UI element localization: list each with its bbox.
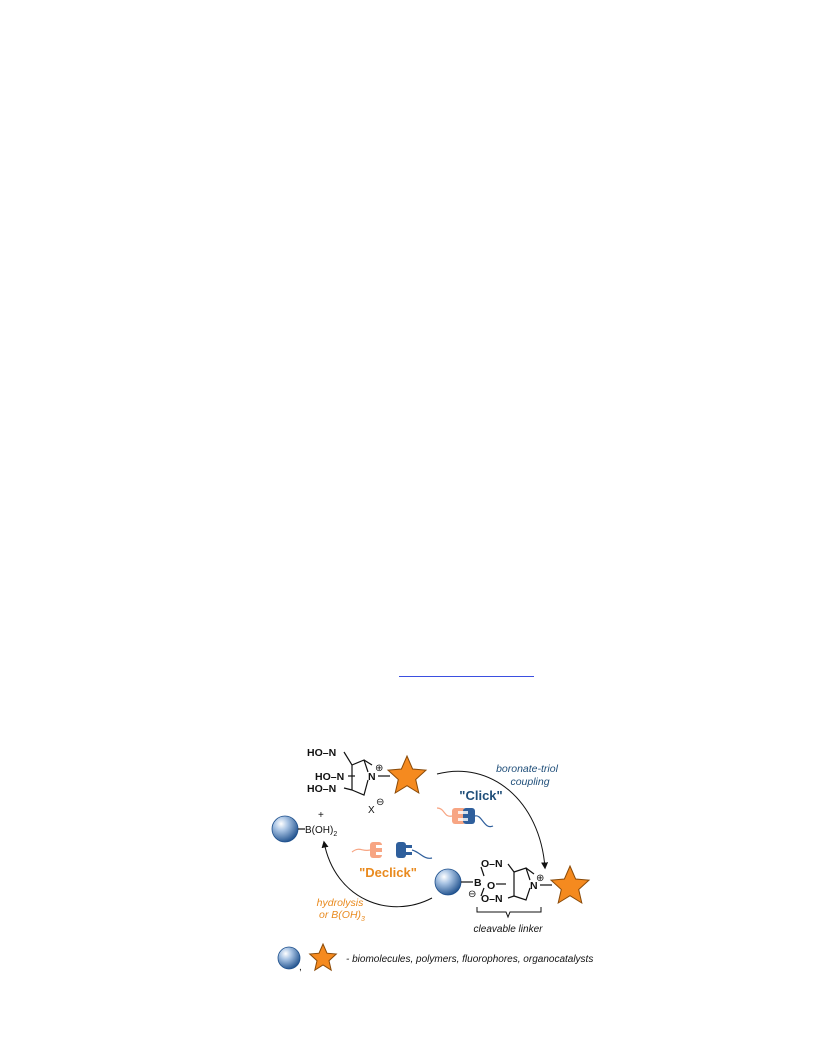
- click-title: "Click": [459, 788, 502, 803]
- boronic-acid-subscript: 2: [333, 831, 337, 838]
- sphere-icon: [271, 815, 299, 843]
- reverse-label-line1: hydrolysis: [317, 897, 364, 909]
- product-structure: B ⊖ O–N O O–N N ⊕ cleavable linker: [434, 858, 591, 935]
- declick-title: "Declick": [359, 865, 417, 880]
- sphere-icon: [277, 946, 301, 970]
- legend-text: - biomolecules, polymers, fluorophores, …: [346, 954, 593, 965]
- oxygen-top: O–N: [481, 858, 503, 870]
- oxygen-middle: O: [487, 880, 495, 892]
- legend: , - biomolecules, polymers, fluorophores…: [277, 942, 593, 973]
- counterion: X: [368, 805, 375, 816]
- connected-plug-icon: [436, 807, 494, 828]
- forward-label-line1: boronate-triol: [496, 763, 559, 775]
- reverse-label-sub: 3: [361, 916, 365, 923]
- sphere-icon: [434, 868, 462, 896]
- quaternary-nitrogen: N: [368, 771, 376, 783]
- plus-sign: +: [318, 810, 324, 821]
- hyperlink-underline[interactable]: [399, 676, 534, 677]
- forward-label-line2: coupling: [510, 776, 549, 788]
- legend-separator: ,: [299, 962, 302, 973]
- star-icon: [308, 942, 338, 972]
- cage-bonds: [343, 751, 373, 796]
- positive-charge: ⊕: [375, 763, 383, 774]
- cleavable-linker-label: cleavable linker: [474, 924, 544, 935]
- counterion-charge: ⊖: [376, 797, 384, 808]
- disconnected-plug-icon: [351, 842, 433, 859]
- oxygen-bottom: O–N: [481, 893, 503, 905]
- product-cage-bonds: [480, 863, 535, 901]
- boronic-acid: B(OH)2: [271, 815, 337, 843]
- svg-text:B(OH)2: B(OH)2: [305, 825, 337, 838]
- reverse-label-line2: or B(OH): [319, 909, 361, 921]
- svg-text:or B(OH)3: or B(OH)3: [319, 909, 365, 923]
- boronic-acid-label: B(OH): [305, 825, 333, 836]
- star-icon: [386, 754, 428, 795]
- product-positive-charge: ⊕: [536, 873, 544, 884]
- boron-atom: B: [474, 877, 482, 889]
- reverse-arrow: [321, 840, 433, 908]
- linker-bracket: [476, 907, 542, 919]
- forward-arrow: [436, 770, 549, 870]
- product-nitrogen: N: [530, 880, 538, 892]
- reagent-structure: HO–N HO–N HO–N N ⊕ X ⊖: [307, 747, 428, 816]
- hydroxylamine-top: HO–N: [307, 747, 336, 759]
- boron-charge: ⊖: [468, 889, 476, 900]
- hydroxylamine-bottom: HO–N: [307, 783, 336, 795]
- star-icon: [549, 864, 591, 905]
- hydroxylamine-middle: HO–N: [315, 771, 344, 783]
